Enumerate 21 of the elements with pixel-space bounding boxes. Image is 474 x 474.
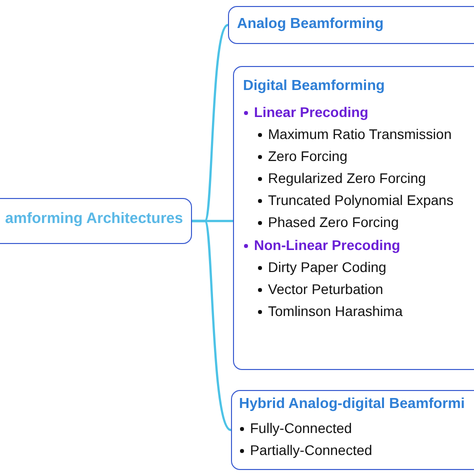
list-item: Tomlinson Harashima bbox=[257, 303, 403, 319]
list-item: Maximum Ratio Transmission bbox=[257, 126, 452, 142]
list-item: Phased Zero Forcing bbox=[257, 214, 399, 230]
list-item: Regularized Zero Forcing bbox=[257, 170, 426, 186]
box-heading: Digital Beamforming bbox=[243, 78, 385, 94]
list-item: Fully-Connected bbox=[239, 420, 352, 436]
connector-line bbox=[192, 220, 232, 431]
list-item: Partially-Connected bbox=[239, 442, 372, 458]
category-box bbox=[233, 66, 474, 370]
list-item: Zero Forcing bbox=[257, 148, 348, 164]
list-item: Dirty Paper Coding bbox=[257, 259, 386, 275]
box-heading: Analog Beamforming bbox=[237, 16, 384, 32]
subcategory-label: Non-Linear Precoding bbox=[243, 237, 400, 253]
list-item: Vector Peturbation bbox=[257, 281, 384, 297]
category-box bbox=[231, 390, 474, 470]
list-item: Truncated Polynomial Expans bbox=[257, 192, 454, 208]
box-heading: Hybrid Analog-digital Beamformi bbox=[239, 396, 465, 412]
root-title: amforming Architectures bbox=[5, 210, 183, 227]
root-box bbox=[0, 198, 192, 244]
category-box bbox=[228, 6, 474, 44]
subcategory-label: Linear Precoding bbox=[243, 104, 368, 120]
